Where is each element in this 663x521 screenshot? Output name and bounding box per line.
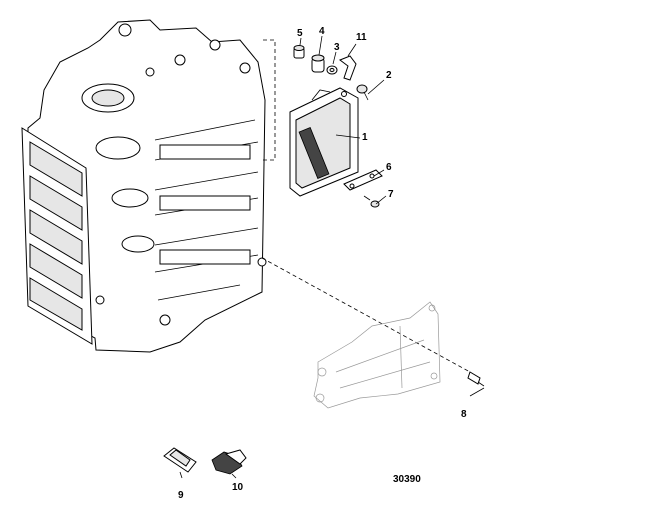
- bracket-6: [343, 169, 383, 191]
- callout-9: 9: [178, 490, 184, 501]
- callout-labels: 1 2 3 4 5 6 7 8 9 10 11: [178, 26, 467, 501]
- callout-3: 3: [334, 42, 340, 53]
- ecm-module: [289, 87, 359, 197]
- grommet-5: [293, 45, 305, 59]
- grommet-4: [311, 54, 325, 73]
- diagram-reference-number: 30390: [393, 474, 421, 485]
- callout-7: 7: [388, 189, 394, 200]
- leader-lines: [179, 35, 485, 479]
- callout-5: 5: [297, 28, 303, 39]
- callout-4: 4: [319, 26, 325, 37]
- callout-11: 11: [356, 32, 367, 43]
- connector-9: [163, 447, 197, 473]
- callout-6: 6: [386, 162, 392, 173]
- screw-8: [467, 371, 485, 387]
- callout-1: 1: [362, 132, 368, 143]
- mounting-plate: [313, 301, 441, 409]
- washer-3: [326, 65, 338, 75]
- callout-2: 2: [386, 70, 392, 81]
- engine-block: [21, 19, 267, 353]
- screw-7: [363, 195, 380, 208]
- bracket-mount-leader: [261, 257, 471, 373]
- module-mount-leader: [263, 39, 276, 161]
- connector-10: [211, 449, 247, 475]
- port-slots: [29, 141, 83, 331]
- callout-10: 10: [232, 482, 244, 493]
- clip-11: [338, 55, 357, 81]
- screw-2: [356, 84, 369, 101]
- callout-8: 8: [461, 409, 467, 420]
